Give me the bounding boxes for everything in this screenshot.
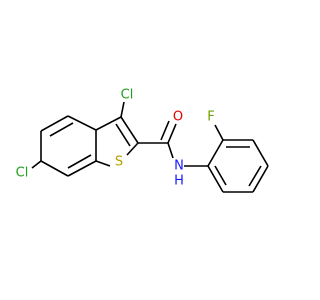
atom-label-n: N	[174, 159, 184, 174]
bond	[40, 115, 69, 132]
bond	[120, 101, 125, 118]
bond	[40, 160, 69, 177]
bond	[120, 116, 139, 144]
bond	[67, 115, 97, 131]
atom-label-f: F	[207, 110, 214, 125]
bond	[214, 165, 227, 186]
atom-labels: Cl Cl S O N H F	[16, 88, 215, 189]
bond	[49, 122, 74, 137]
bond	[214, 124, 224, 141]
bond	[252, 139, 269, 167]
atom-label-cl3: Cl	[121, 88, 134, 103]
bond	[207, 139, 224, 167]
bond	[167, 142, 174, 159]
molecule-structure: Cl Cl S O N H F	[16, 88, 269, 193]
atom-label-h: H	[174, 174, 184, 189]
bond	[67, 160, 97, 177]
bond	[207, 165, 224, 193]
bond	[248, 165, 262, 187]
bond	[126, 142, 139, 156]
bond	[95, 116, 122, 131]
bond	[167, 123, 177, 144]
bond	[67, 154, 92, 169]
atom-label-cl6: Cl	[16, 166, 29, 181]
bond	[31, 160, 42, 169]
bond	[252, 165, 269, 193]
bond	[160, 120, 170, 141]
atom-label-s1: S	[115, 155, 123, 170]
atom-label-o: O	[173, 110, 183, 125]
bond	[95, 160, 111, 167]
bonds	[31, 101, 269, 193]
bond	[115, 123, 131, 147]
